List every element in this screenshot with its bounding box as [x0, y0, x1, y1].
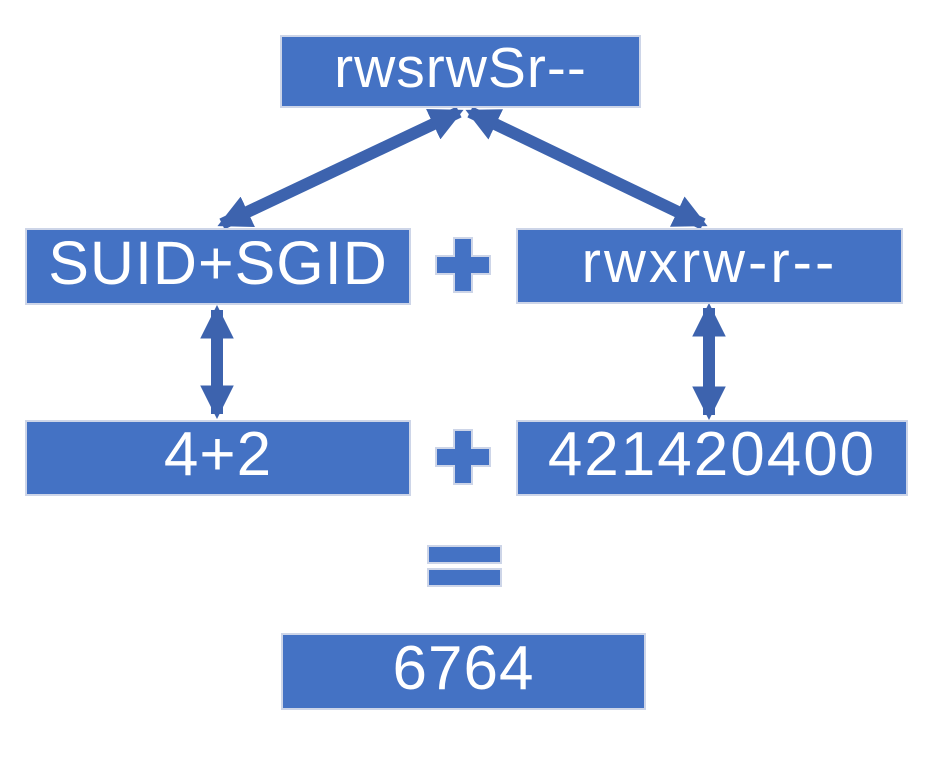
symbolic-mode-box: rwsrwSr-- [280, 35, 641, 108]
special-bits-value-box: 4+2 [25, 420, 411, 496]
plus-icon [435, 237, 491, 293]
equals-icon [427, 545, 502, 587]
digit-breakdown-box: 421420400 [516, 420, 908, 496]
double-arrow-top-to-suid-icon [217, 106, 464, 230]
special-bits-label-box: SUID+SGID [25, 228, 411, 305]
numeric-result-box: 6764 [281, 633, 646, 710]
base-permissions-box: rwxrw-r-- [516, 228, 903, 304]
double-arrow-top-to-permissions-icon [465, 106, 708, 230]
plus-icon [435, 429, 491, 485]
